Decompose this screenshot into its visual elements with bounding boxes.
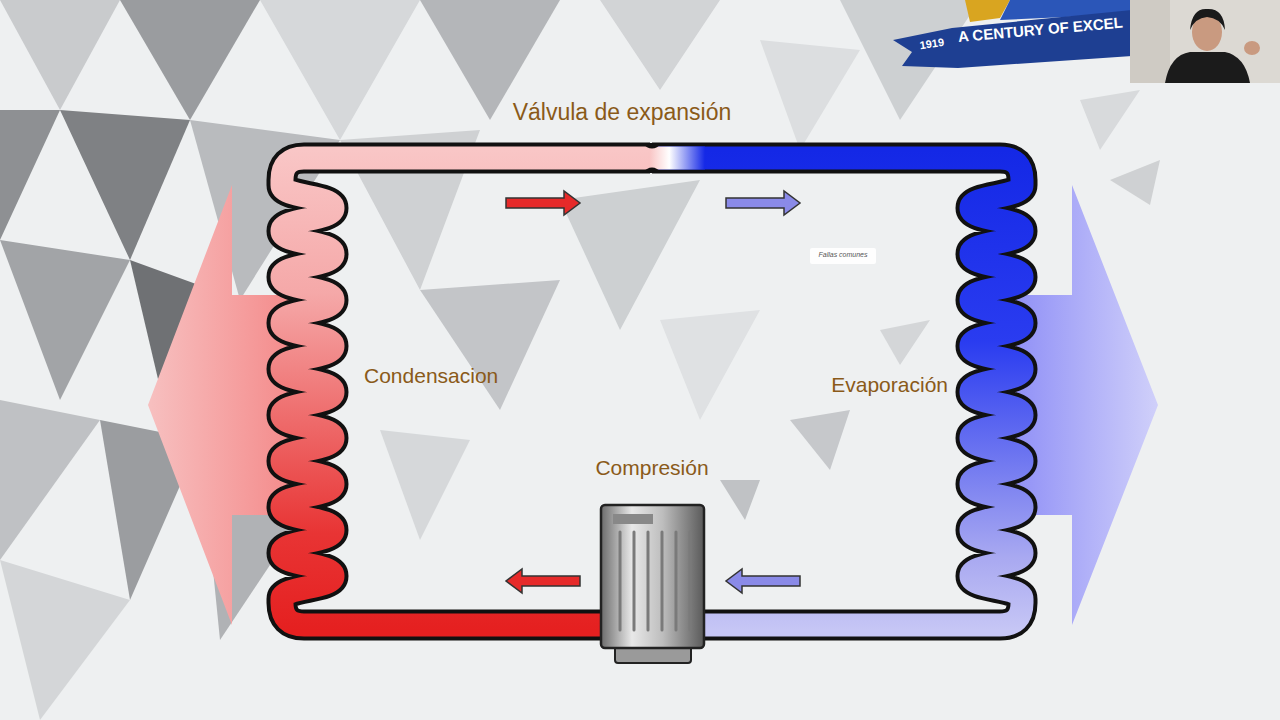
component-label: Compresión bbox=[552, 456, 752, 480]
pipe-outline bbox=[652, 158, 1022, 625]
hot-pipe bbox=[282, 158, 650, 625]
flow-arrow bbox=[726, 191, 800, 215]
component-label: Evaporación bbox=[760, 373, 948, 397]
component-label: Condensacion bbox=[364, 364, 564, 388]
flow-arrow bbox=[506, 191, 580, 215]
cold-pipe bbox=[652, 158, 1022, 625]
webcam-feed bbox=[1130, 0, 1280, 83]
background-triangles bbox=[0, 0, 1160, 720]
note-tag: Fallas comunes bbox=[810, 251, 876, 258]
pipe-outline bbox=[282, 158, 650, 625]
fallas-tag bbox=[810, 248, 876, 264]
flow-arrow bbox=[726, 569, 800, 593]
logo-banner bbox=[893, 0, 1132, 68]
flow-arrow bbox=[506, 569, 580, 593]
component-label: Válvula de expansión bbox=[462, 99, 782, 126]
valve-transition bbox=[650, 147, 705, 170]
compressor-symbol bbox=[601, 505, 704, 663]
expansion-valve bbox=[642, 143, 662, 173]
